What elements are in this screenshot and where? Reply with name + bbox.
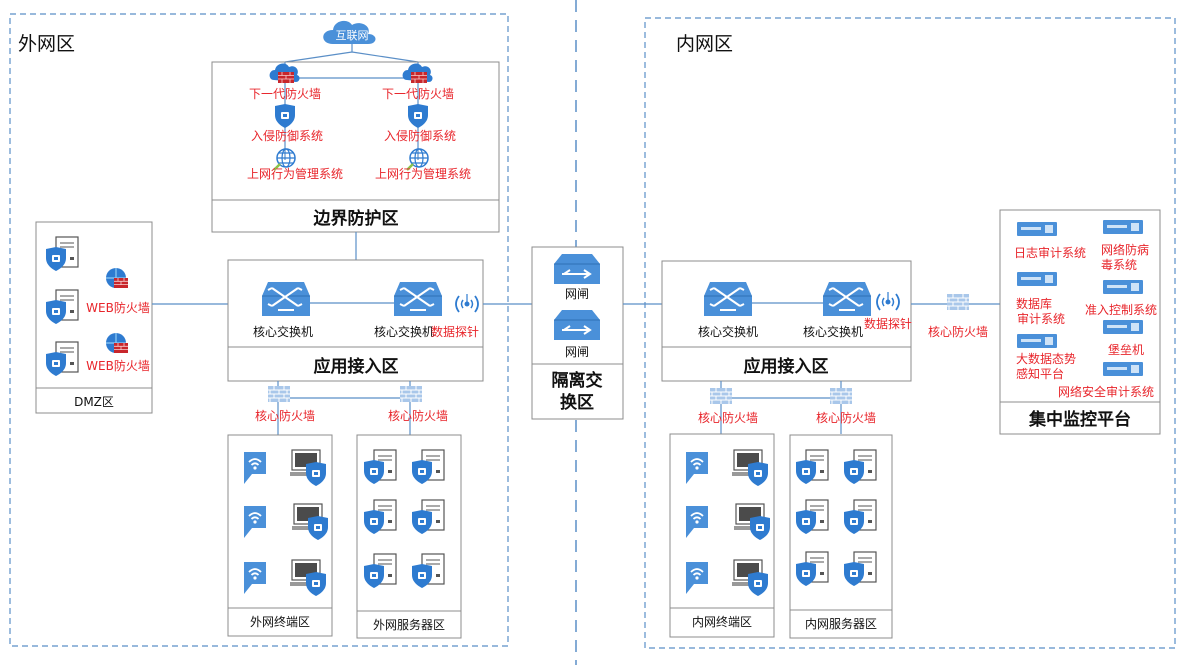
log-audit-label: 日志审计系统 <box>1014 245 1086 260</box>
situation-label-1: 大数据态势 <box>1016 351 1076 366</box>
gateway-label-2: 网闸 <box>565 345 589 359</box>
ext-switch-label-1: 核心交换机 <box>253 324 313 339</box>
net-audit-label: 网络安全审计系统 <box>1058 384 1154 399</box>
net-audit-appliance-icon <box>1103 362 1143 376</box>
core-firewall-icon <box>399 385 423 403</box>
waf-label-2: WEB防火墙 <box>86 358 150 373</box>
antivirus-appliance-icon <box>1103 220 1143 234</box>
antivirus-label-2: 毒系统 <box>1101 258 1137 272</box>
core-firewall-icon <box>829 387 853 405</box>
external-zone-label: 外网区 <box>18 33 75 55</box>
ext-probe-label: 数据探针 <box>431 324 479 339</box>
ext-server-fw-label: 核心防火墙 <box>388 408 448 423</box>
internet-label: 互联网 <box>336 29 369 42</box>
db-audit-label-2: 审计系统 <box>1017 311 1065 326</box>
ext-terminal-title: 外网终端区 <box>250 614 310 629</box>
gateway-icon <box>553 309 601 341</box>
core-switch-icon <box>822 281 872 317</box>
core-firewall-icon <box>946 293 970 311</box>
core-firewall-icon <box>709 387 733 405</box>
log-audit-appliance-icon <box>1017 222 1057 236</box>
monitor-title: 集中监控平台 <box>1028 409 1131 430</box>
int-server-title: 内网服务器区 <box>805 616 877 631</box>
ext-access-title: 应用接入区 <box>314 356 399 377</box>
behavior-label-2: 上网行为管理系统 <box>375 166 471 181</box>
internal-zone-border <box>644 17 1176 649</box>
nac-appliance-icon <box>1103 280 1143 294</box>
dmz-title: DMZ区 <box>74 395 114 409</box>
bastion-appliance-icon <box>1103 320 1143 334</box>
core-switch-icon <box>393 281 443 317</box>
ips-label-1: 入侵防御系统 <box>251 128 323 143</box>
gateway-label-1: 网闸 <box>565 287 589 301</box>
boundary-zone-box <box>211 61 500 233</box>
core-switch-icon <box>261 281 311 317</box>
nac-label: 准入控制系统 <box>1085 303 1157 317</box>
db-audit-label-1: 数据库 <box>1016 296 1052 311</box>
bastion-label: 堡垒机 <box>1108 342 1144 357</box>
internet-links <box>284 44 419 63</box>
ngfw-label-1: 下一代防火墙 <box>249 86 321 101</box>
ngfw-label-2: 下一代防火墙 <box>382 86 454 101</box>
int-terminal-fw-label: 核心防火墙 <box>698 410 758 425</box>
isolation-title-line1: 隔离交 <box>552 370 603 391</box>
int-terminal-title: 内网终端区 <box>692 614 752 629</box>
core-firewall-icon <box>267 385 291 403</box>
int-server-fw-label: 核心防火墙 <box>816 410 876 425</box>
external-zone-border <box>9 13 509 647</box>
int-access-title: 应用接入区 <box>744 356 829 377</box>
int-switch-label-2: 核心交换机 <box>803 324 863 339</box>
waf-label-1: WEB防火墙 <box>86 300 150 315</box>
antivirus-label-1: 网络防病 <box>1101 242 1149 257</box>
gateway-icon <box>553 253 601 285</box>
internet-cloud-icon <box>323 20 376 44</box>
db-audit-appliance-icon <box>1017 272 1057 286</box>
int-switch-label-1: 核心交换机 <box>698 324 758 339</box>
boundary-title: 边界防护区 <box>313 208 399 229</box>
ext-switch-label-2: 核心交换机 <box>374 324 434 339</box>
monitor-fw-label: 核心防火墙 <box>928 324 988 339</box>
internal-zone-label: 内网区 <box>676 33 733 55</box>
ext-server-title: 外网服务器区 <box>373 617 445 632</box>
core-switch-icon <box>703 281 753 317</box>
int-access-box <box>661 260 912 382</box>
isolation-title-line2: 换区 <box>560 392 594 413</box>
behavior-label-1: 上网行为管理系统 <box>247 166 343 181</box>
ips-label-2: 入侵防御系统 <box>384 128 456 143</box>
situation-label-2: 感知平台 <box>1016 366 1064 381</box>
situation-appliance-icon <box>1017 334 1057 348</box>
ext-terminal-fw-label: 核心防火墙 <box>255 408 315 423</box>
int-probe-label: 数据探针 <box>864 316 912 331</box>
ext-access-box <box>227 259 484 382</box>
